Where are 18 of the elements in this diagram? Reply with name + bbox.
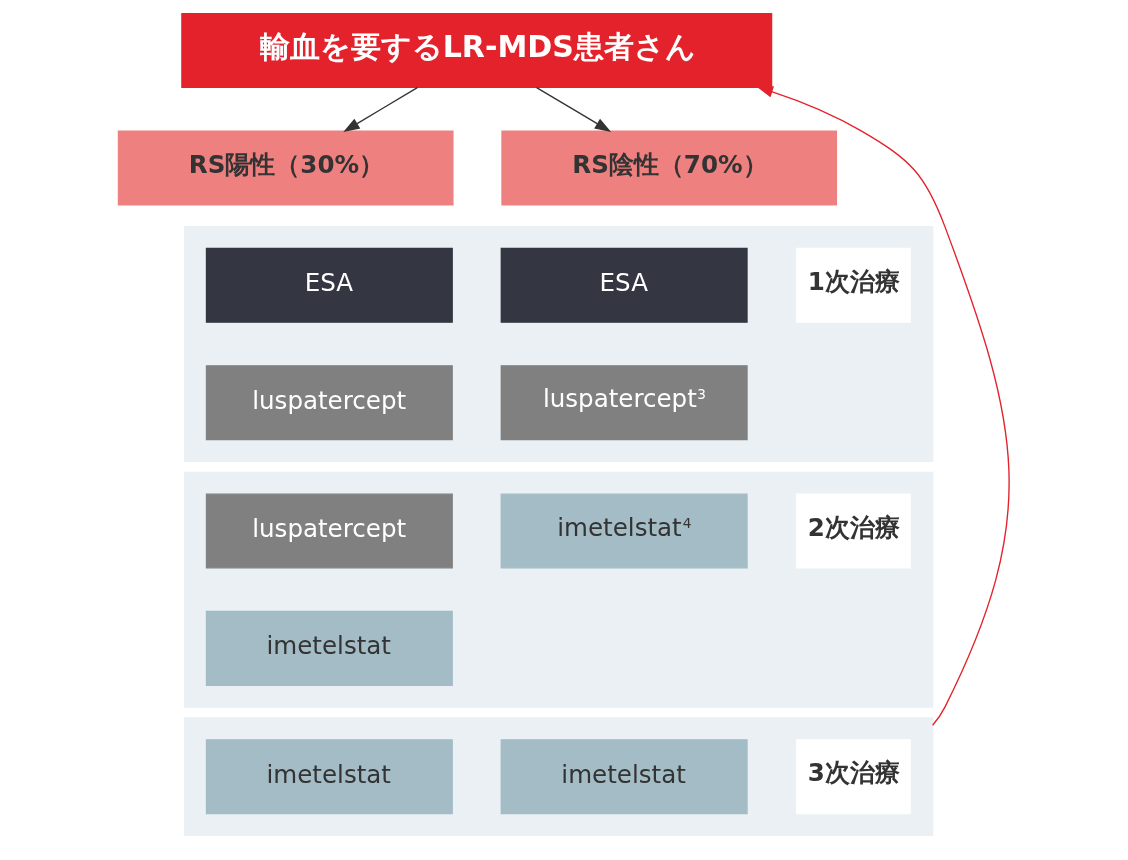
node-box: 輸血を要するLR-MDS患者さん [181,13,773,89]
arrow [535,86,612,132]
node-box: RS陰性（70%） [501,130,838,206]
arrow [756,86,1010,726]
cluster [184,225,934,463]
cluster [184,471,934,708]
node-box: ESA [205,247,453,323]
node-box: ESA [500,247,748,323]
node-box: imetelstat$^{4}$ [500,493,748,569]
cluster [184,717,934,837]
node-box: RS陽性（30%） [117,130,454,206]
node-box: luspatercept [205,493,453,569]
node-box: imetelstat [205,739,453,815]
node-box: luspatercept [205,365,453,441]
node-box: imetelstat [500,739,748,815]
node-box: imetelstat [205,610,453,686]
node-box: luspatercept$^{3}$ [500,365,748,441]
arrow [343,86,418,132]
